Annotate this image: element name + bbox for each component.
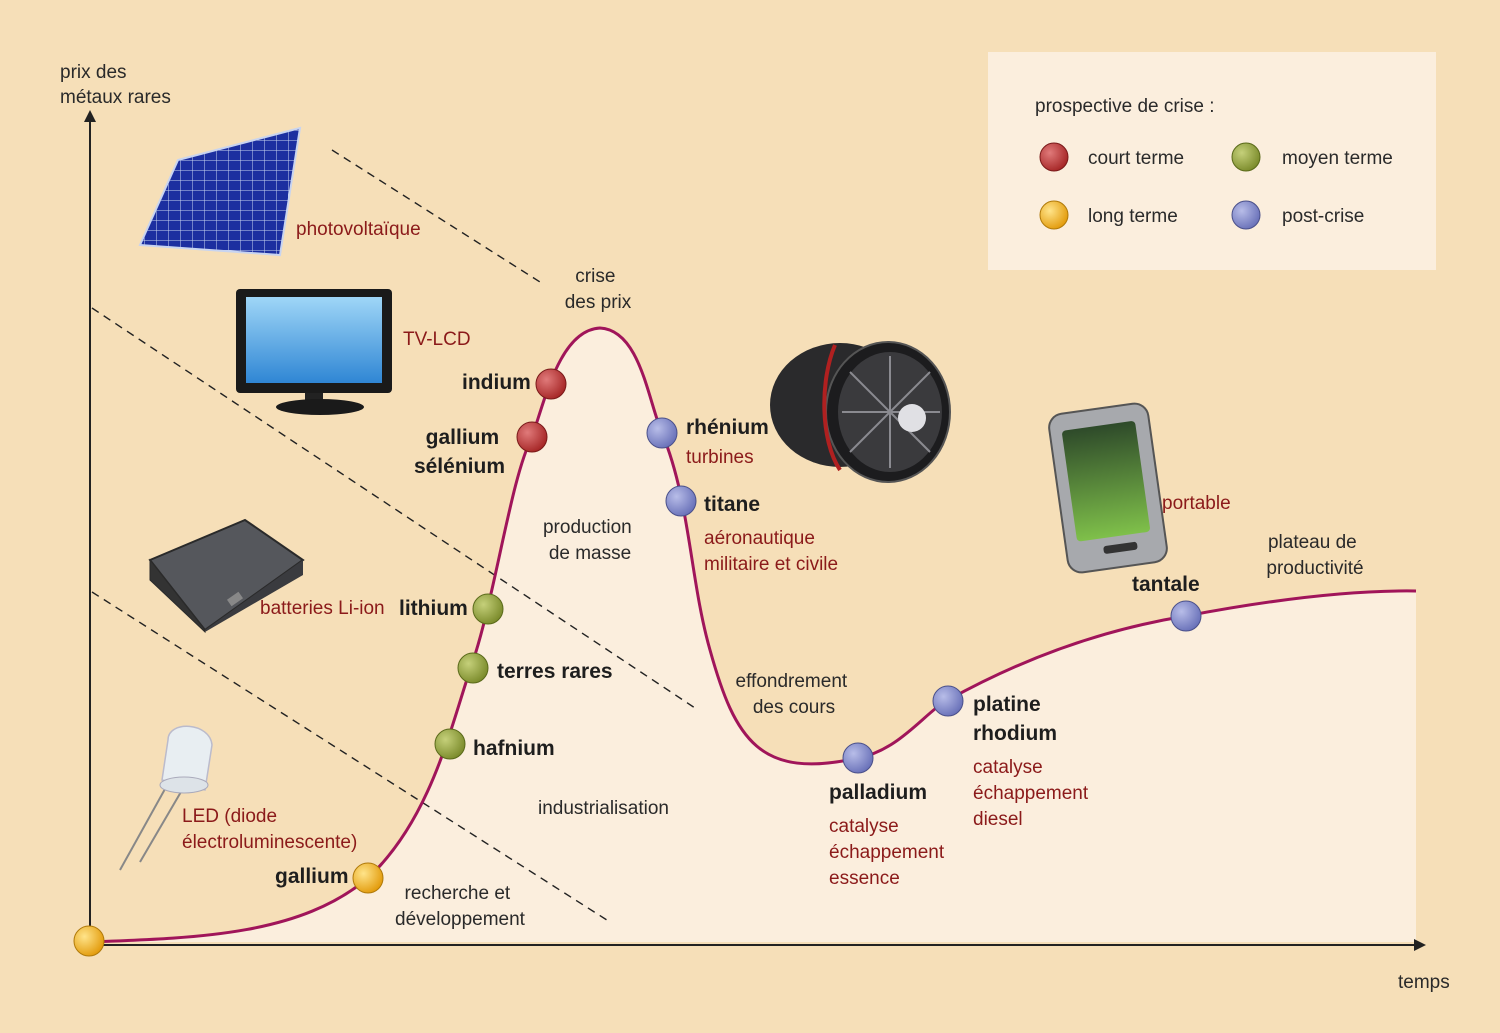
portable-label: portable — [1162, 493, 1231, 514]
area-under-curve — [90, 328, 1416, 942]
solar-panel-icon — [138, 126, 302, 257]
legend-short-term-label: court terme — [1088, 148, 1184, 169]
aeronautics-label: aéronautique militaire et civile — [704, 528, 838, 575]
axes — [89, 118, 1418, 946]
legend-long-term-marker — [1039, 200, 1069, 230]
tantalum-marker — [1170, 600, 1202, 632]
rhenium-marker — [646, 417, 678, 449]
y-axis-arrow — [84, 110, 96, 122]
legend-title: prospective de crise : — [1035, 96, 1215, 117]
turbines-label: turbines — [686, 447, 754, 468]
mobile-phone-icon — [1048, 402, 1168, 574]
rnd-phase-label: recherche et développement — [395, 883, 526, 930]
mass-production-phase-label: production de masse — [543, 517, 637, 564]
photovoltaic-label: photovoltaïque — [296, 219, 421, 240]
titanium-marker — [665, 485, 697, 517]
dashed-line-1 — [331, 149, 541, 283]
gallium-selenium-label: gallium sélénium — [414, 426, 505, 478]
platinum-rhodium-marker — [932, 685, 964, 717]
collapse-phase-label: effondrement des cours — [736, 671, 853, 718]
tv-lcd-icon — [236, 289, 392, 415]
palladium-label: palladium — [829, 781, 927, 804]
batteries-label: batteries Li-ion — [260, 598, 385, 619]
legend-medium-term-marker — [1231, 142, 1261, 172]
lithium-marker — [472, 593, 504, 625]
hafnium-label: hafnium — [473, 737, 555, 760]
x-axis-label: temps — [1398, 972, 1450, 993]
legend-post-crisis-label: post-crise — [1282, 206, 1364, 227]
palladium-marker — [842, 742, 874, 774]
led-icon — [119, 725, 213, 871]
industrialisation-phase-label: industrialisation — [538, 798, 669, 819]
battery-icon — [148, 518, 305, 634]
rare-earths-marker — [457, 652, 489, 684]
legend-post-crisis-marker — [1231, 200, 1261, 230]
legend-long-term-label: long terme — [1088, 206, 1178, 227]
rare-earths-label: terres rares — [497, 660, 613, 683]
catalysis-petrol-label: catalyse échappement essence — [829, 816, 949, 889]
legend-medium-term-label: moyen terme — [1282, 148, 1393, 169]
gallium-label: gallium — [275, 865, 349, 888]
dashed-line-3 — [91, 591, 611, 923]
legend-short-term-marker — [1039, 142, 1069, 172]
indium-marker — [535, 368, 567, 400]
origin-marker — [73, 925, 105, 957]
titanium-label: titane — [704, 493, 760, 516]
legend: prospective de crise : court terme moyen… — [988, 52, 1436, 270]
gallium-led-marker — [352, 862, 384, 894]
lithium-label: lithium — [399, 597, 468, 620]
catalysis-diesel-label: catalyse échappement diesel — [973, 757, 1093, 830]
indium-label: indium — [462, 371, 531, 394]
crisis-phase-label: crise des prix — [565, 266, 632, 313]
x-axis-arrow — [1414, 939, 1426, 951]
dashed-guide-lines — [91, 149, 696, 923]
y-axis-label: prix des métaux rares — [60, 62, 171, 108]
gallium-selenium-marker — [516, 421, 548, 453]
tv-lcd-label: TV-LCD — [403, 329, 471, 350]
platinum-rhodium-label: platine rhodium — [973, 693, 1057, 745]
tantalum-label: tantale — [1132, 573, 1200, 596]
rhenium-label: rhénium — [686, 416, 769, 439]
plateau-phase-label: plateau de productivité — [1266, 532, 1363, 579]
turbine-engine-icon — [770, 341, 951, 483]
dashed-line-2 — [91, 307, 696, 709]
led-label: LED (diode électroluminescente) — [182, 806, 357, 853]
hafnium-marker — [434, 728, 466, 760]
